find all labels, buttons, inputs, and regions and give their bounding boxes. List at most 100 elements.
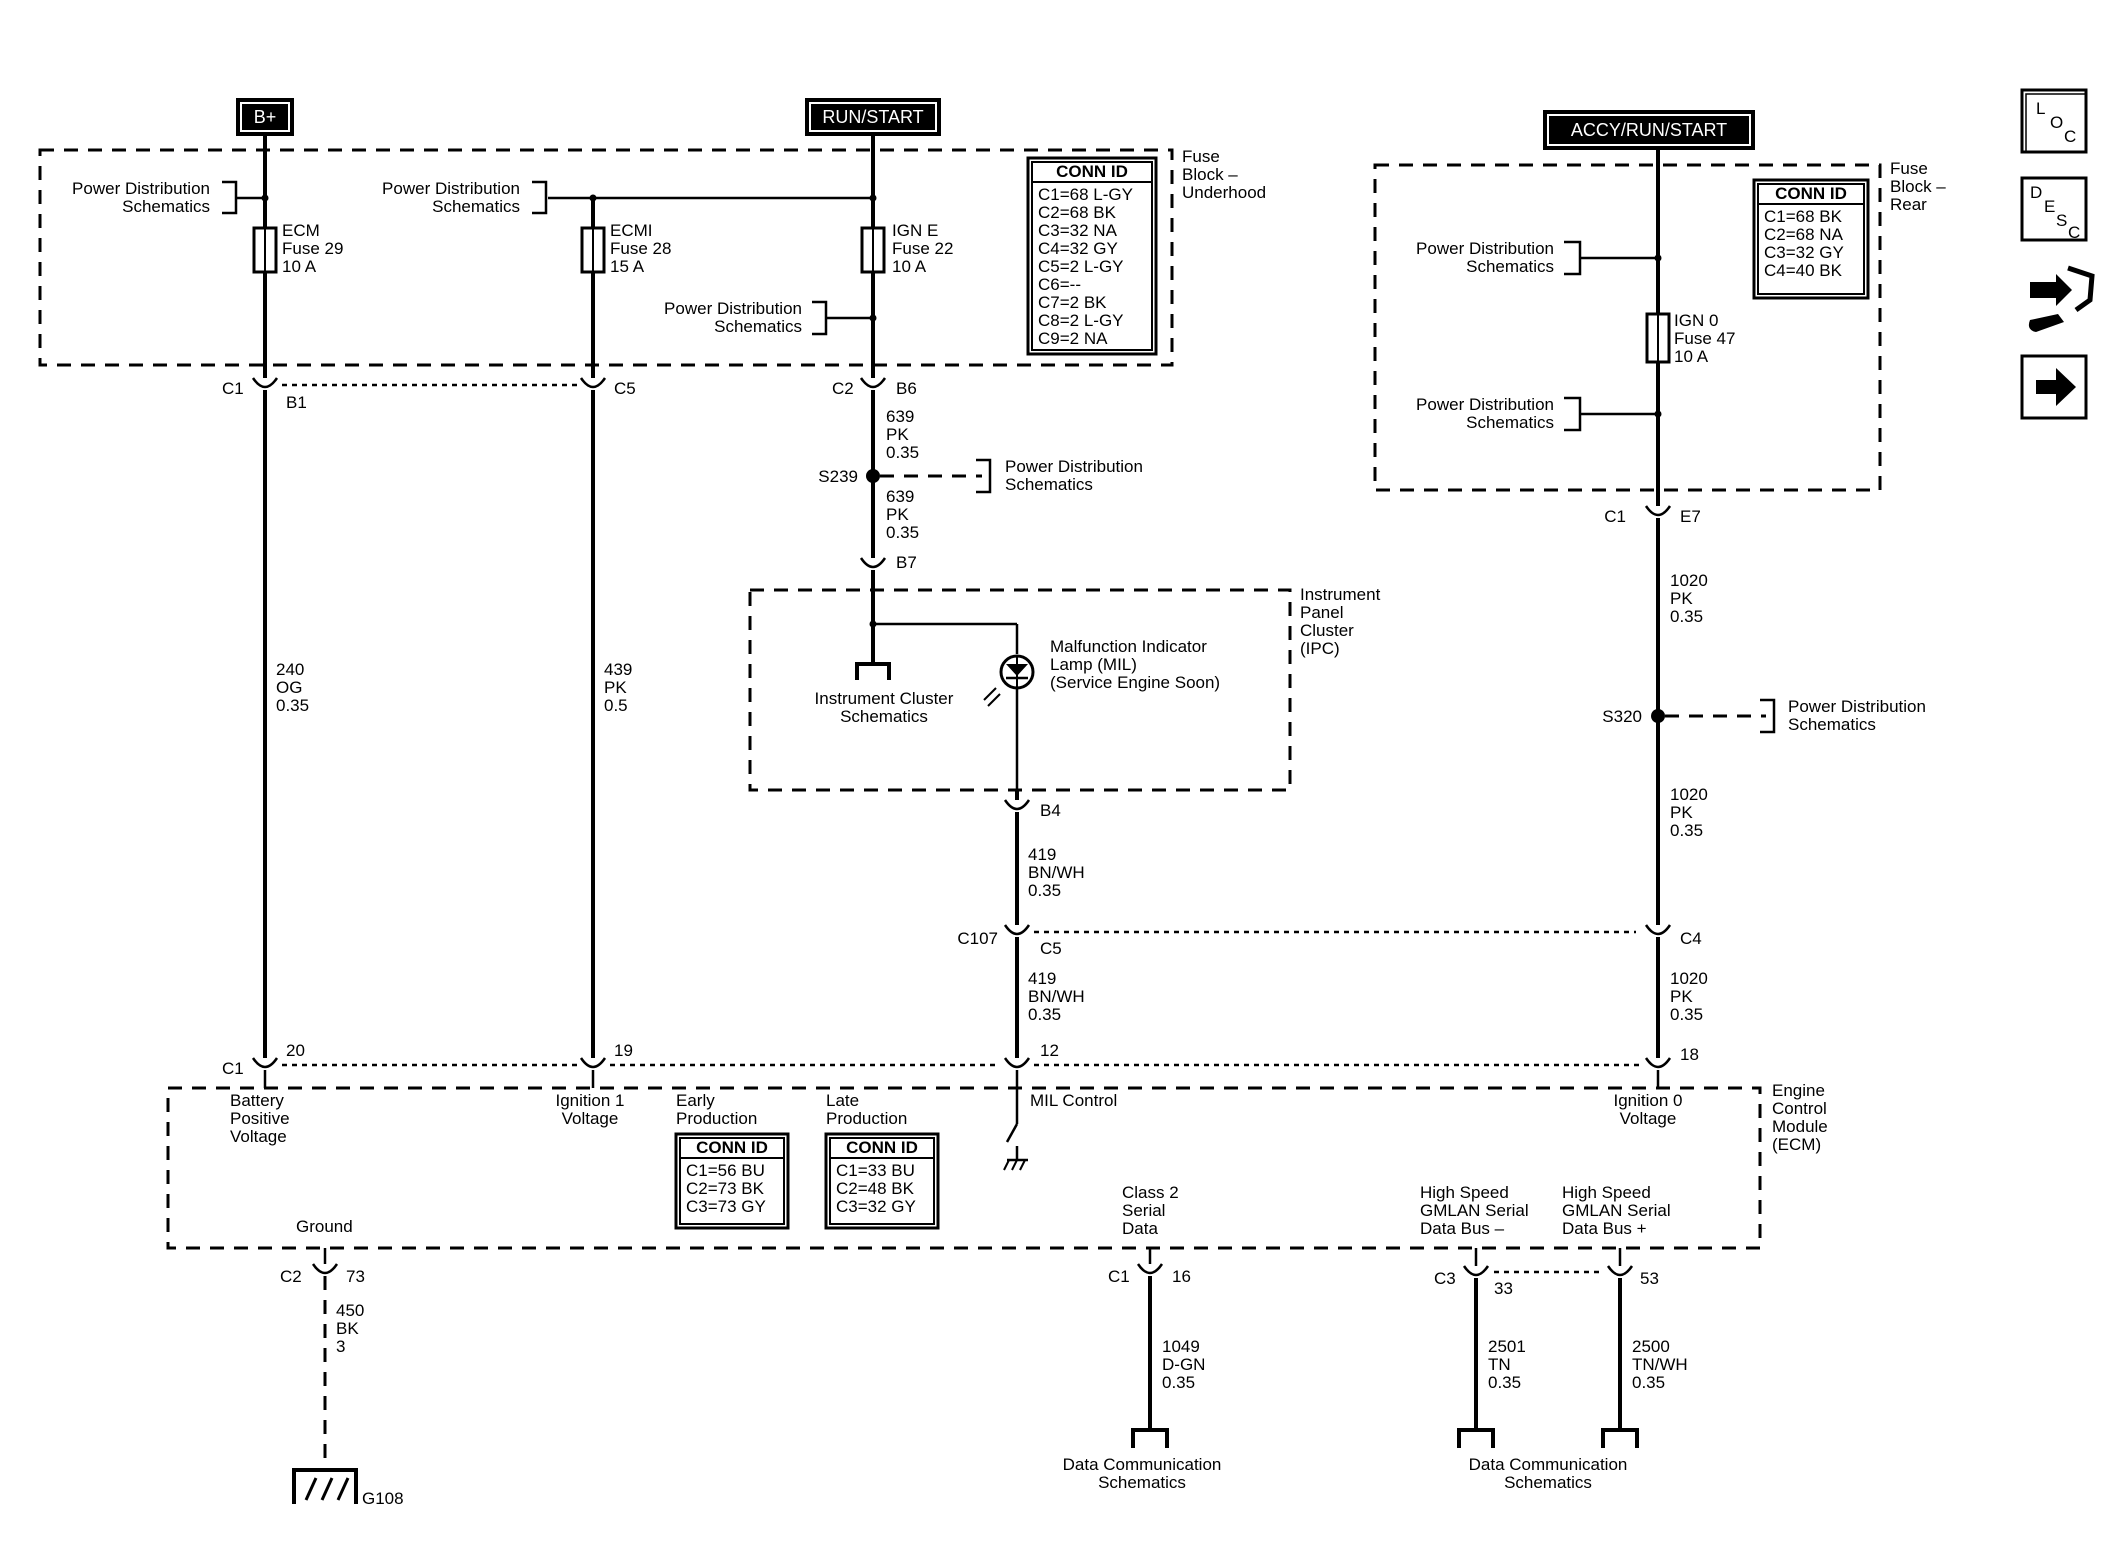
svg-text:0.35: 0.35 [276,696,309,715]
wire-419b-label: 419 BN/WH 0.35 [1028,969,1085,1024]
svg-text:419: 419 [1028,845,1056,864]
desc-icon[interactable]: D E S C [2020,176,2088,242]
svg-text:E: E [2044,197,2055,216]
svg-text:1020: 1020 [1670,969,1708,988]
svg-text:Voltage: Voltage [1620,1109,1677,1128]
svg-text:639: 639 [886,407,914,426]
svg-text:C1=33 BU: C1=33 BU [836,1161,915,1180]
svg-text:CONN ID: CONN ID [696,1138,768,1157]
svg-text:Power Distribution: Power Distribution [1788,697,1926,716]
svg-text:Fuse: Fuse [1182,147,1220,166]
pds-ref-2: Power Distribution Schematics [382,179,520,216]
svg-text:C9=2 NA: C9=2 NA [1038,329,1108,348]
svg-text:C1=56 BU: C1=56 BU [686,1161,765,1180]
svg-text:1020: 1020 [1670,785,1708,804]
engine-control-module [166,1086,1762,1250]
svg-text:Engine: Engine [1772,1081,1825,1100]
svg-text:Schematics: Schematics [432,197,520,216]
svg-text:Production: Production [676,1109,757,1128]
fuse-block-rear [1373,163,1882,492]
svg-text:CONN ID: CONN ID [1056,162,1128,181]
svg-text:Power Distribution: Power Distribution [1416,239,1554,258]
svg-text:High Speed: High Speed [1562,1183,1651,1202]
svg-text:Production: Production [826,1109,907,1128]
ecm-pin-class2: Class 2 Serial Data [1122,1183,1179,1238]
svg-text:C5: C5 [614,379,636,398]
data-comm-schematics-2: Data Communication Schematics [1469,1455,1628,1492]
wire-439-label: 439 PK 0.5 [604,660,632,715]
svg-text:240: 240 [276,660,304,679]
svg-text:C1=68 BK: C1=68 BK [1764,207,1843,226]
svg-text:0.35: 0.35 [1670,607,1703,626]
svg-text:639: 639 [886,487,914,506]
next-arrow-icon[interactable] [2020,354,2088,420]
svg-text:C5: C5 [1040,939,1062,958]
svg-text:12: 12 [1040,1041,1059,1060]
svg-text:0.35: 0.35 [1162,1373,1195,1392]
svg-text:C2=48 BK: C2=48 BK [836,1179,915,1198]
wrench-arrows-icon[interactable] [2028,265,2095,332]
svg-text:C3=73 GY: C3=73 GY [686,1197,766,1216]
svg-text:C3=32 GY: C3=32 GY [1764,243,1844,262]
conn-id-table-rear: CONN ID C1=68 BK C2=68 NA C3=32 GY C4=40… [1752,178,1870,300]
pds-ref-4: Power Distribution Schematics [1005,457,1143,494]
svg-text:Fuse 47: Fuse 47 [1674,329,1735,348]
svg-text:3: 3 [336,1337,345,1356]
svg-text:Data Communication: Data Communication [1063,1455,1222,1474]
svg-text:TN/WH: TN/WH [1632,1355,1688,1374]
svg-text:B1: B1 [286,393,307,412]
instrument-cluster-schematics-label: Instrument Cluster Schematics [815,689,954,726]
accy-run-start-label: ACCY/RUN/START [1571,120,1727,140]
svg-text:Schematics: Schematics [1098,1473,1186,1492]
svg-text:0.35: 0.35 [1670,1005,1703,1024]
ecm-connector-c1-16: C1 16 [1108,1263,1191,1286]
svg-text:C: C [2064,127,2076,146]
svg-text:ECM: ECM [282,221,320,240]
connector-c1-e7: C1 E7 [1604,505,1701,526]
svg-text:0.35: 0.35 [1028,881,1061,900]
pds-ref-1: Power Distribution Schematics [72,179,210,216]
svg-text:Data Bus +: Data Bus + [1562,1219,1647,1238]
svg-text:PK: PK [886,505,909,524]
ecm-pin-ign1: Ignition 1 Voltage [556,1091,625,1128]
pds-ref-6: Power Distribution Schematics [1416,395,1554,432]
connector-c1-b1: C1 B1 [222,377,307,412]
ecmi-fuse-label: ECMI Fuse 28 15 A [610,221,671,276]
svg-text:419: 419 [1028,969,1056,988]
svg-text:Early: Early [676,1091,715,1110]
ecm-connector-c2-73: C2 73 [280,1263,365,1286]
svg-text:TN: TN [1488,1355,1511,1374]
conn-id-table-late: Late Production CONN ID C1=33 BU C2=48 B… [824,1091,940,1230]
instrument-cluster-terminal [855,662,891,680]
svg-text:C1: C1 [222,379,244,398]
wire-450-label: 450 BK 3 [336,1301,364,1356]
svg-text:Fuse 29: Fuse 29 [282,239,343,258]
svg-text:2501: 2501 [1488,1337,1526,1356]
svg-text:Schematics: Schematics [714,317,802,336]
svg-text:O: O [2050,113,2063,132]
connector-b7: B7 [859,553,917,572]
svg-text:B4: B4 [1040,801,1061,820]
svg-text:C2=73 BK: C2=73 BK [686,1179,765,1198]
svg-text:Fuse 28: Fuse 28 [610,239,671,258]
svg-text:C5=2 L-GY: C5=2 L-GY [1038,257,1124,276]
svg-text:0.35: 0.35 [886,523,919,542]
data-comm-terminal-2 [1457,1428,1495,1448]
svg-text:C2: C2 [280,1267,302,1286]
svg-text:Schematics: Schematics [1466,413,1554,432]
svg-text:Power Distribution: Power Distribution [72,179,210,198]
svg-text:ECMI: ECMI [610,221,653,240]
svg-text:Cluster: Cluster [1300,621,1354,640]
svg-text:Schematics: Schematics [1466,257,1554,276]
svg-text:Instrument Cluster: Instrument Cluster [815,689,954,708]
wire-2501-label: 2501 TN 0.35 [1488,1337,1526,1392]
ecm-pin-mil-control: MIL Control [1030,1091,1117,1110]
svg-text:PK: PK [1670,803,1693,822]
svg-text:Power Distribution: Power Distribution [1005,457,1143,476]
svg-text:(ECM): (ECM) [1772,1135,1821,1154]
svg-text:Schematics: Schematics [840,707,928,726]
svg-text:Ignition 0: Ignition 0 [1614,1091,1683,1110]
svg-text:Ignition 1: Ignition 1 [556,1091,625,1110]
loc-icon[interactable]: L O C [2020,88,2088,154]
svg-text:Data: Data [1122,1219,1158,1238]
